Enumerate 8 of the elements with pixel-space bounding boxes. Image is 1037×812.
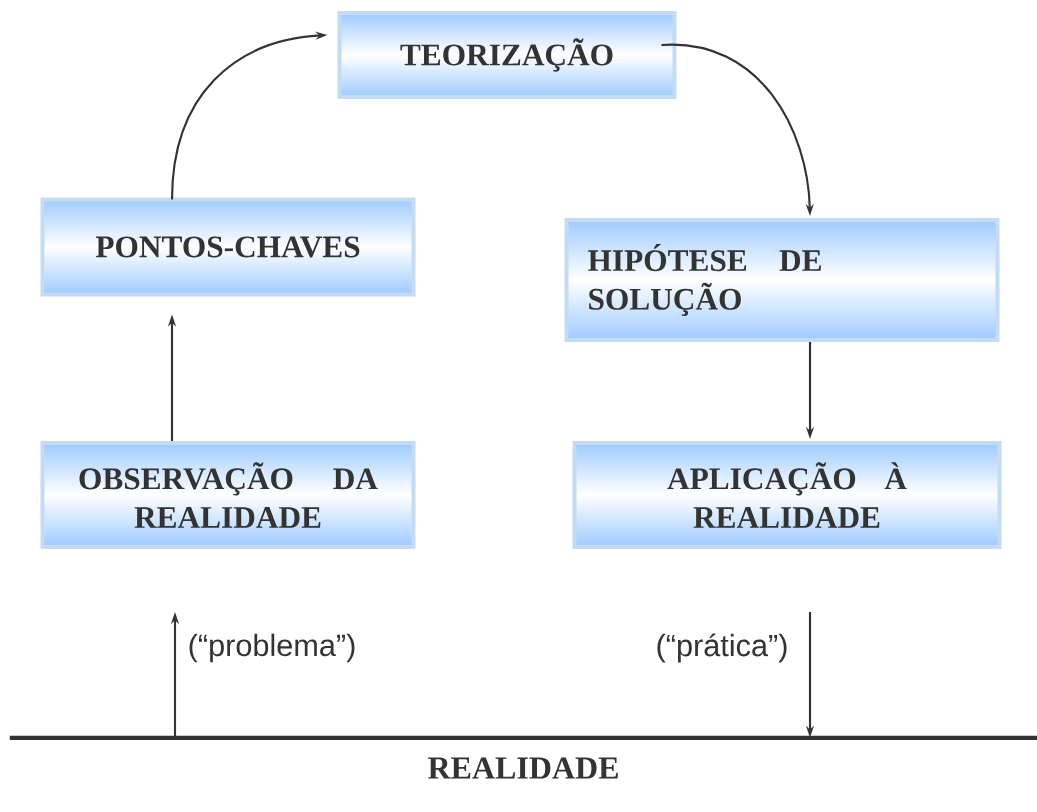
process-box: PONTOS-CHAVES <box>40 197 416 297</box>
edge-label: (“prática”) <box>654 632 790 664</box>
edge-label: (“problema”) <box>186 632 358 664</box>
baseline-with-label: REALIDADE <box>9 735 1037 779</box>
process-box: TEORIZAÇÃO <box>337 11 677 99</box>
process-box: APLICAÇÃO À REALIDADE <box>572 441 1002 549</box>
process-box: HIPÓTESE DE SOLUÇÃO <box>564 218 1000 342</box>
process-box: OBSERVAÇÃO DA REALIDADE <box>40 441 416 549</box>
